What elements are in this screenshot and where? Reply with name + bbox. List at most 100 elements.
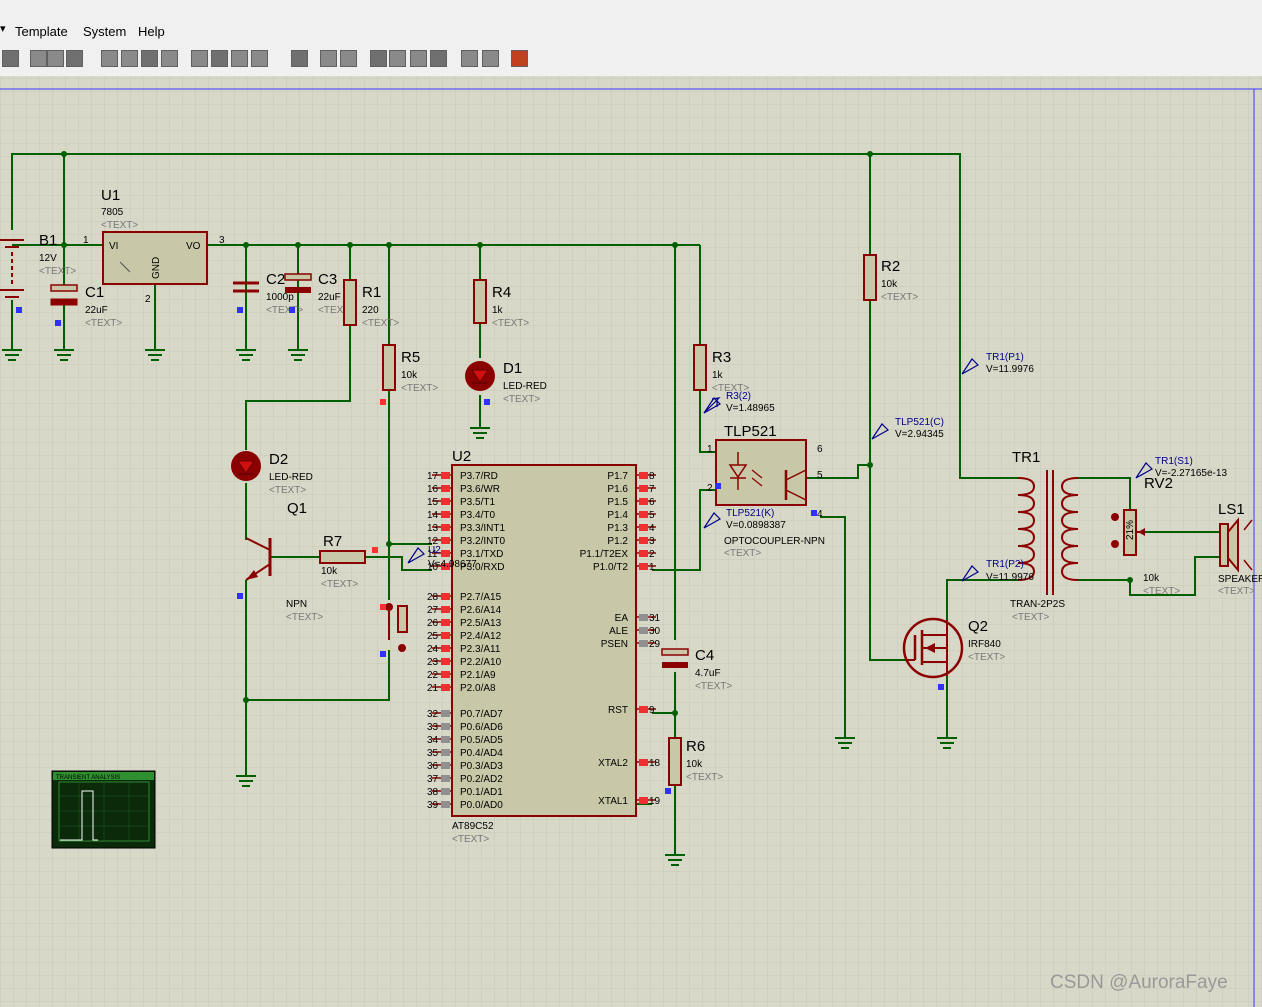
block-delete-icon[interactable]	[161, 50, 178, 67]
menu-help[interactable]: Help	[138, 24, 165, 39]
schematic-canvas[interactable]: B1 12V <TEXT> C1 22uF <TEXT> U1 7805 <TE…	[0, 76, 1262, 1007]
probe-u2[interactable]: U2 V=4.98677	[407, 545, 477, 570]
menu-template[interactable]: Template	[15, 24, 68, 39]
goto-sheet-icon[interactable]	[430, 50, 447, 67]
menu-system[interactable]: System	[83, 24, 127, 39]
resistor-r3[interactable]: R3 1k <TEXT>	[693, 344, 749, 394]
paste-icon[interactable]	[66, 50, 83, 67]
optocoupler-tlp521[interactable]: TLP521 OPTOCOUPLER-NPN <TEXT> 1 2 6 5 4	[707, 423, 825, 559]
decompose-icon[interactable]	[291, 50, 308, 67]
block-rotate-icon[interactable]	[141, 50, 158, 67]
probe-tr1p1[interactable]: TR1(P1) V=11.9976	[961, 352, 1034, 375]
u2-pin-3[interactable]: 3P1.2	[607, 536, 656, 547]
packaging-tool-icon[interactable]	[251, 50, 268, 67]
block-move-icon[interactable]	[121, 50, 138, 67]
probe-tr1p2[interactable]: TR1(P2) V=11.9976	[961, 559, 1034, 583]
potentiometer-rv2[interactable]: 21% RV2 10k <TEXT>	[1111, 475, 1180, 597]
u2-pin-2[interactable]: 2P1.1/T2EX	[580, 549, 656, 560]
new-sheet-icon[interactable]	[389, 50, 406, 67]
led-d1[interactable]: D1 LED-RED <TEXT>	[465, 360, 547, 405]
resistor-r6[interactable]: R6 10k <TEXT>	[668, 737, 723, 786]
property-assignment-icon[interactable]	[370, 50, 387, 67]
remove-sheet-icon[interactable]	[410, 50, 427, 67]
resistor-r1[interactable]: R1 220 <TEXT>	[343, 279, 399, 329]
resistor-r4[interactable]: R4 1k <TEXT>	[473, 279, 529, 329]
regulator-u1[interactable]: U1 7805 <TEXT> VI VO GND 1 2 3	[83, 187, 225, 305]
cut-icon[interactable]	[30, 50, 47, 67]
probe-tlp521c[interactable]: TLP521(C) V=2.94345	[871, 417, 944, 440]
u2-pin-8[interactable]: 8P1.7	[607, 471, 656, 482]
resistor-r7[interactable]: R7 10k <TEXT>	[319, 533, 366, 590]
mosfet-q2[interactable]: Q2 IRF840 <TEXT>	[902, 617, 1005, 679]
capacitor-c1[interactable]: C1 22uF <TEXT>	[50, 284, 122, 329]
probe-tlp521k-value: V=0.0898387	[726, 520, 786, 531]
r3-ref: R3	[712, 349, 731, 366]
block-copy-icon[interactable]	[101, 50, 118, 67]
c1-value: 22uF	[85, 305, 108, 316]
zoom-icon[interactable]	[191, 50, 208, 67]
u2-pin-5[interactable]: 5P1.4	[607, 510, 656, 521]
transistor-q1[interactable]: Q1 NPN <TEXT>	[245, 500, 323, 623]
search-tag-icon[interactable]	[340, 50, 357, 67]
u2-pin-number: 13	[427, 523, 439, 534]
transient-analysis-graph[interactable]: TRANSIENT ANALYSIS	[51, 770, 156, 849]
make-device-icon[interactable]	[231, 50, 248, 67]
transformer-tr1[interactable]: TR1 TRAN-2P2S <TEXT>	[1010, 449, 1079, 623]
erc-icon[interactable]	[511, 50, 528, 67]
capacitor-c2[interactable]: C2 1000p <TEXT>	[233, 271, 303, 316]
menu-dropdown-icon[interactable]: ▾	[0, 23, 6, 35]
copy-icon[interactable]	[47, 50, 64, 67]
u2-pin-4[interactable]: 4P1.3	[607, 523, 656, 534]
pick-device-icon[interactable]	[211, 50, 228, 67]
resistor-r5[interactable]: R5 10k <TEXT>	[382, 344, 438, 394]
u2-pin-7[interactable]: 7P1.6	[607, 484, 656, 495]
probe-r3[interactable]: R3(2) V=1.48965	[703, 391, 775, 414]
resistor-r2[interactable]: R2 10k <TEXT>	[863, 254, 918, 303]
speaker-ls1[interactable]: LS1 SPEAKER <TEXT>	[1218, 501, 1262, 597]
bill-of-materials-icon[interactable]	[482, 50, 499, 67]
battery-b1[interactable]: B1 12V <TEXT>	[0, 232, 76, 298]
probe-tr1s1[interactable]: TR1(S1) V=-2.27165e-13	[1135, 456, 1227, 479]
capacitor-c3[interactable]: C3 22uF <TEXT>	[284, 271, 355, 316]
undo-icon[interactable]	[2, 50, 19, 67]
u2-pin-6[interactable]: 6P1.5	[607, 497, 656, 508]
u2-pin-1[interactable]: 1P1.0/T2	[593, 562, 656, 573]
led-d2[interactable]: D2 LED-RED <TEXT>	[231, 451, 313, 496]
export-icon[interactable]	[461, 50, 478, 67]
capacitor-c4[interactable]: C4 4.7uF <TEXT>	[661, 647, 732, 692]
wire-autoroute-icon[interactable]	[320, 50, 337, 67]
push-button[interactable]	[385, 603, 408, 652]
probe-tlp521k[interactable]: TLP521(K) V=0.0898387	[703, 508, 786, 531]
